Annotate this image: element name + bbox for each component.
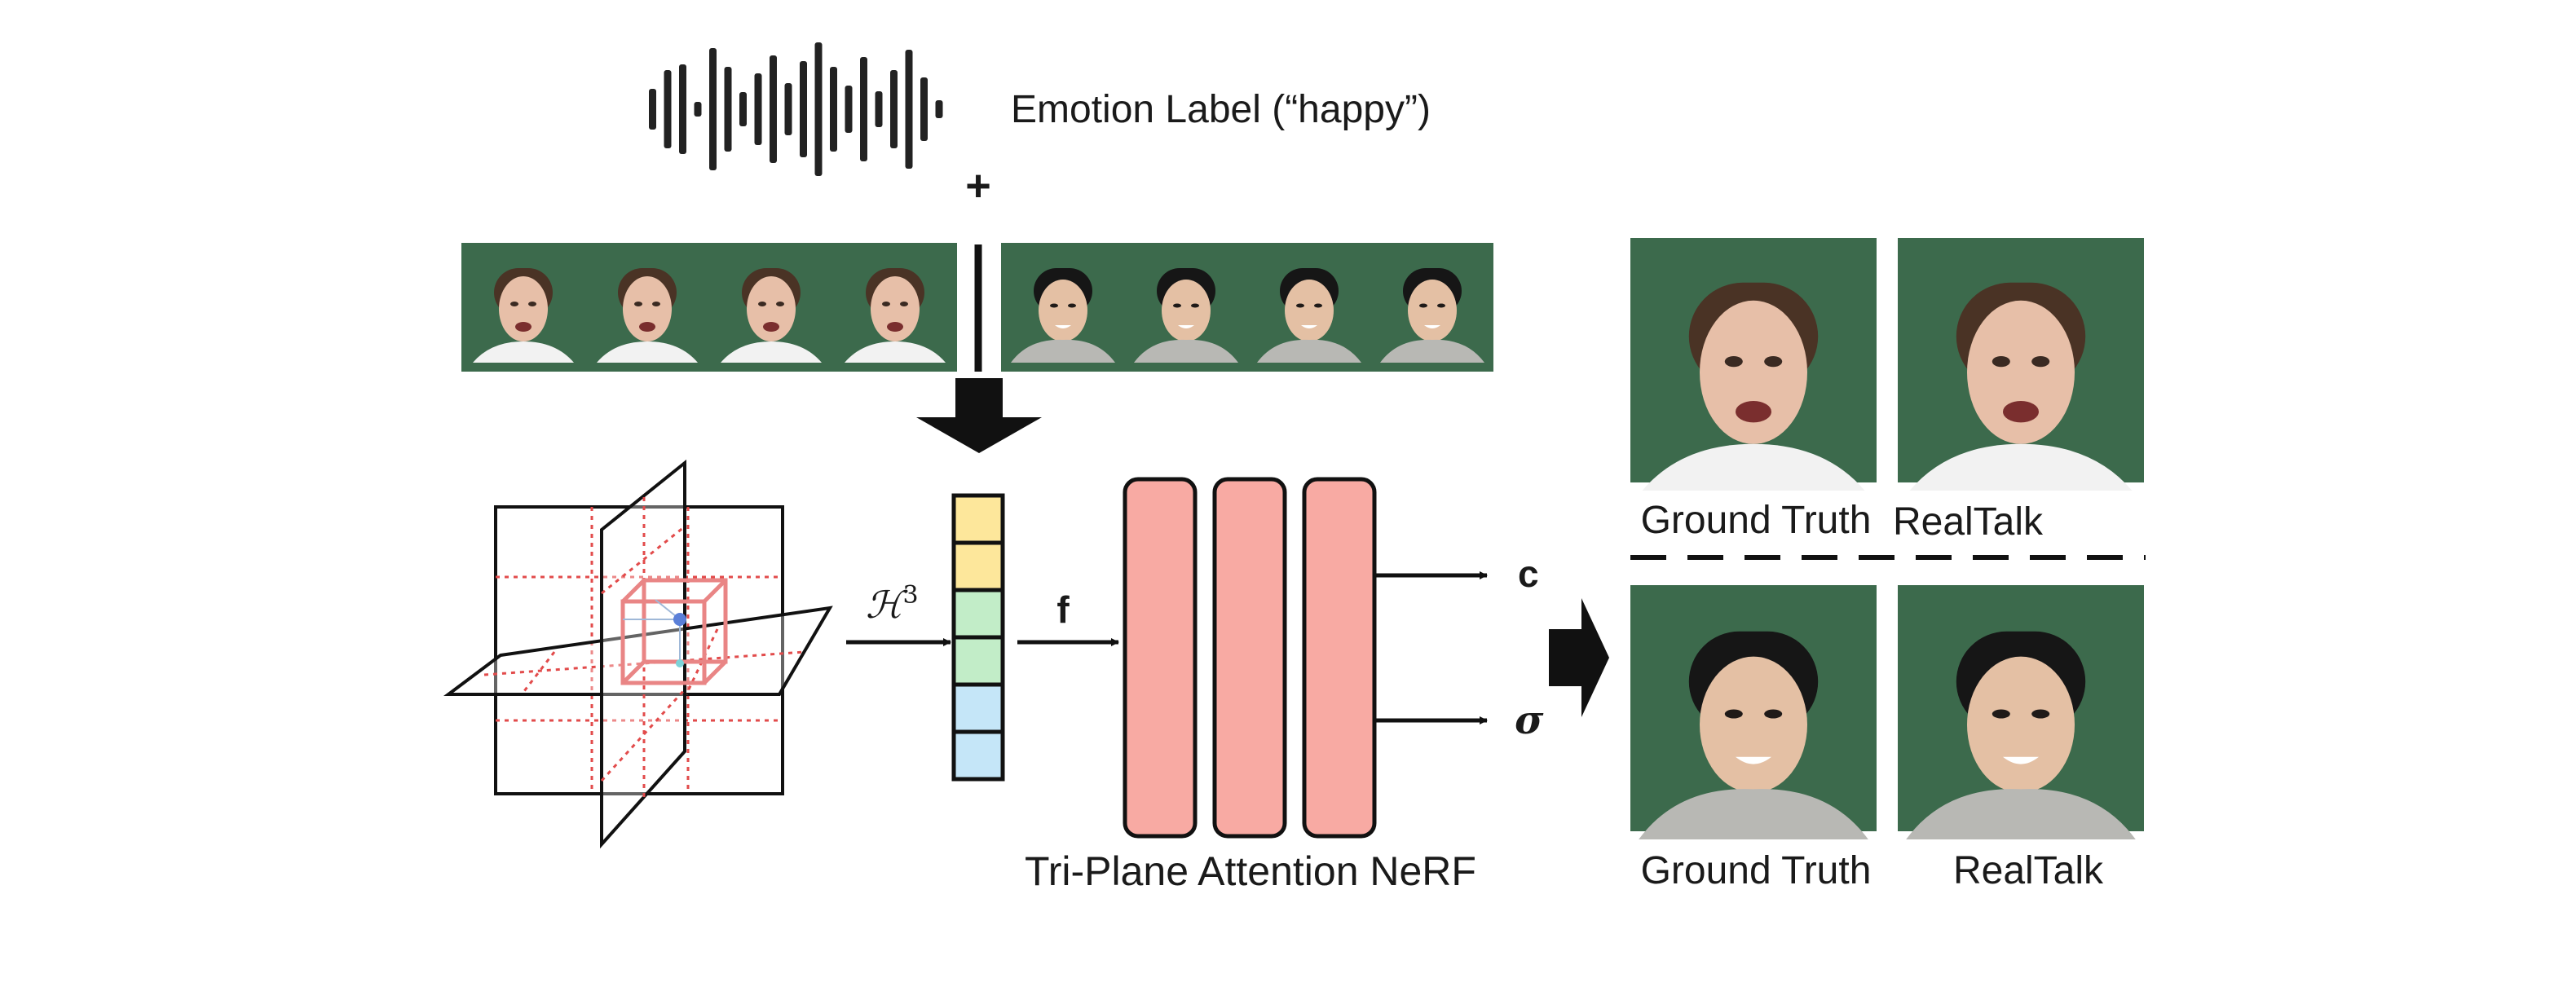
waveform-bar [709, 48, 717, 170]
top-realtalk-caption: RealTalk [1893, 500, 2044, 544]
waveform-bar [860, 57, 867, 161]
waveform-bar [664, 70, 672, 148]
nerf-layer-1 [1123, 477, 1198, 839]
top-ground-truth-caption: Ground Truth [1641, 499, 1872, 542]
input-frames-subject-b [1001, 243, 1493, 372]
waveform-bar [920, 77, 928, 141]
right-arrow-icon [1549, 598, 1609, 717]
down-arrow-icon [916, 378, 1042, 453]
waveform-bar [935, 100, 943, 118]
waveform-bar [875, 91, 883, 127]
emotion-label: Emotion Label (“happy”) [1011, 88, 1431, 131]
nerf-layer-2 [1212, 477, 1287, 839]
result-top-ground-truth [1630, 238, 1877, 491]
hash-encoding-symbol: ℋ3 [866, 581, 919, 627]
result-top-realtalk [1898, 238, 2144, 491]
result-bottom-realtalk [1898, 585, 2144, 839]
nerf-layer-3 [1302, 477, 1377, 839]
waveform-bar [724, 67, 732, 152]
color-output-label: c [1518, 553, 1539, 595]
waveform-bar [649, 89, 656, 130]
density-output-label: σ [1515, 698, 1544, 743]
waveform-bar [800, 61, 807, 157]
waveform-bar [754, 73, 762, 145]
bottom-realtalk-caption: RealTalk [1953, 849, 2104, 892]
feature-vector [951, 493, 1005, 782]
waveform-bar [905, 50, 913, 169]
waveform-bar [830, 67, 837, 152]
waveform-bar [679, 64, 686, 154]
waveform-bar [739, 92, 747, 126]
waveform-bar [814, 42, 823, 176]
waveform-bar [694, 102, 702, 117]
waveform-bar [845, 86, 853, 133]
waveform-bar [784, 83, 792, 135]
waveform-bar [770, 55, 777, 163]
waveform-bar [890, 70, 898, 148]
tri-plane-grid-diagram [443, 459, 833, 849]
bottom-ground-truth-caption: Ground Truth [1641, 849, 1872, 892]
audio-waveform-icon [649, 42, 943, 176]
nerf-title: Tri-Plane Attention NeRF [1025, 848, 1476, 894]
plus-symbol: + [965, 161, 991, 210]
result-bottom-ground-truth [1630, 585, 1877, 839]
input-frames-subject-a [461, 243, 957, 372]
nerf-network [1123, 477, 1377, 839]
feature-symbol: f [1056, 588, 1070, 631]
